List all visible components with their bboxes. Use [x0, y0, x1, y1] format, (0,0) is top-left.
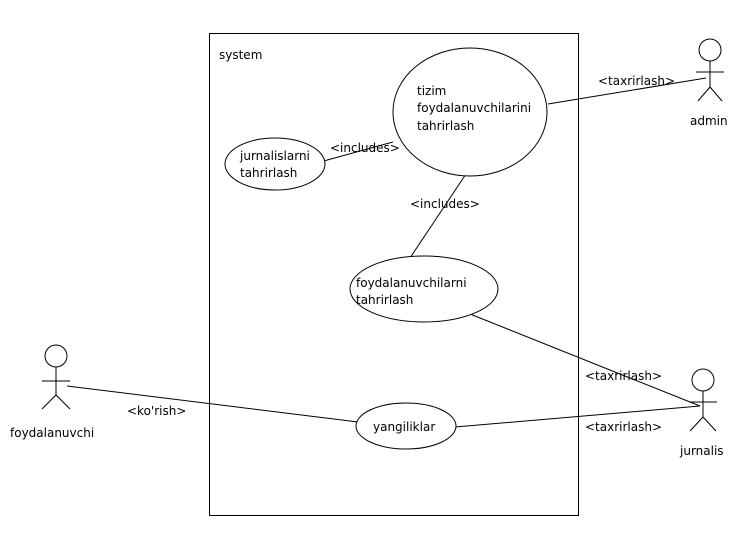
actor-jurnalis-label: jurnalis — [679, 444, 724, 458]
foydalanuvchi-head-icon — [44, 344, 68, 368]
user-connector — [66, 385, 359, 423]
usecase-yangiliklar-label: yangiliklar — [373, 420, 435, 434]
usecase-tizim-foydalanuvchilarini-tahrirlash — [392, 47, 548, 177]
admin-edit-label: <taxrirlash> — [598, 74, 675, 88]
system-label: system — [219, 48, 262, 62]
includes-connector-2 — [409, 173, 467, 259]
admin-head-icon — [698, 38, 722, 62]
usecase-foydalanuvchilarni-label-2: tahrirlash — [356, 293, 413, 307]
usecase-jurnalislarni-tahrirlash — [224, 137, 326, 191]
usecase-foydalanuvchilarni-label-1: foydalanuvchilarni — [356, 276, 467, 290]
includes-connector-1 — [319, 141, 394, 163]
admin-connector — [547, 77, 707, 105]
usecase-jurnalislarni-label-2: tahrirlash — [240, 166, 297, 180]
actor-admin-label: admin — [690, 114, 728, 128]
usecase-foydalanuvchilarni-tahrirlash — [349, 255, 499, 323]
jurnalis-edit-label-2: <taxrirlash> — [585, 420, 662, 434]
user-view-label: <ko'rish> — [127, 404, 186, 418]
jurnalis-connector-2 — [454, 405, 701, 428]
actor-admin — [696, 38, 724, 102]
system-boundary — [209, 33, 579, 516]
usecase-jurnalislarni-label-1: jurnalislarni — [239, 149, 310, 163]
includes-label-2: <includes> — [410, 197, 480, 211]
usecase-tizim-label-3: tahrirlash — [417, 119, 474, 133]
usecase-tizim-label-1: tizim — [417, 84, 446, 98]
includes-label-1: <includes> — [330, 141, 400, 155]
actor-jurnalis — [689, 368, 717, 432]
jurnalis-edit-label-1: <taxrirlash> — [585, 369, 662, 383]
jurnalis-connector-1 — [469, 313, 701, 407]
actor-foydalanuvchi — [41, 344, 71, 410]
usecase-yangiliklar — [355, 402, 457, 450]
jurnalis-head-icon — [691, 368, 715, 392]
usecase-tizim-label-2: foydalanuvchilarini — [417, 101, 531, 115]
actor-foydalanuvchi-label: foydalanuvchi — [10, 426, 94, 440]
